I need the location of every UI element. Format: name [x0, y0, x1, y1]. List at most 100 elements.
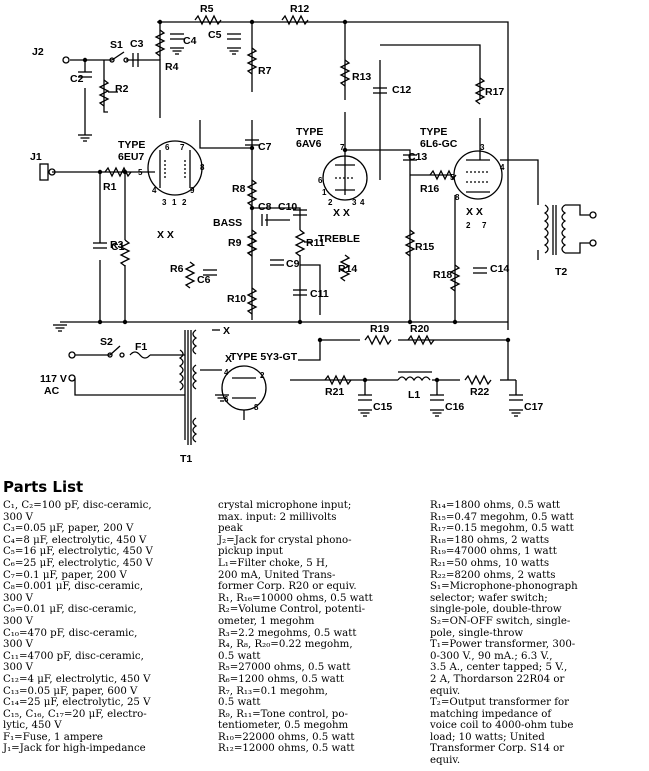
- label-tube1: 6EU7: [118, 151, 144, 163]
- parts-list-entry: T₂=Output transformer for: [430, 697, 570, 709]
- label-tube3: 6L6-GC: [420, 138, 458, 150]
- label-r21: R21: [325, 386, 344, 398]
- parts-list-entry: 300 V: [3, 662, 34, 674]
- parts-list-entry: 300 V: [3, 511, 34, 523]
- label-c9: C9: [286, 258, 300, 270]
- junction-dots: [82, 19, 511, 383]
- label-r11: R11: [306, 237, 325, 249]
- pin-label: 4: [500, 163, 505, 172]
- parts-list-entry: C₁, C₂=100 pF, disc-ceramic,: [3, 500, 152, 511]
- label-ac: AC: [44, 385, 60, 397]
- parts-list-entry: R₁₀=22000 ohms, 0.5 watt: [218, 731, 355, 743]
- label-r22: R22: [470, 386, 489, 398]
- pin-label: 2: [260, 371, 265, 380]
- parts-list-entry: crystal microphone input;: [218, 500, 352, 511]
- label-c13: C13: [408, 151, 427, 163]
- parts-list-entry: 2 A, Thordarson 22R04 or: [430, 673, 565, 685]
- capacitors: [78, 33, 523, 401]
- label-r8: R8: [232, 183, 246, 195]
- parts-list-entry: matching impedance of: [430, 708, 552, 720]
- potentiometers: [98, 79, 312, 257]
- label-xx-2: X X: [333, 207, 350, 219]
- parts-list-entry: J₂=Jack for crystal phono-: [218, 534, 352, 546]
- pin-label: 4: [360, 198, 365, 207]
- pin-label: 8: [254, 403, 259, 412]
- parts-list-entry: tentiometer, 0.5 megohm: [218, 720, 349, 732]
- parts-list-entry: Transformer Corp. S14 or: [430, 743, 565, 755]
- label-c1: C1: [111, 241, 125, 253]
- label-xx-1: X X: [157, 229, 174, 241]
- label-r16: R16: [420, 183, 439, 195]
- pin-label: 4: [224, 368, 229, 377]
- parts-list-entry: R₂₂=8200 ohms, 2 watts: [430, 569, 556, 581]
- pin-label: 8: [200, 163, 205, 172]
- label-c16: C16: [445, 401, 464, 413]
- label-xx-3: X X: [466, 206, 483, 218]
- parts-list-entry: R₇, R₁₃=0.1 megohm,: [218, 685, 328, 697]
- label-c8: C8: [258, 201, 272, 213]
- pin-label: 6: [318, 176, 323, 185]
- label-t2: T2: [555, 266, 567, 278]
- pin-label: 8: [455, 193, 460, 202]
- schematic-labels: J2 S1 C3 C2 R2 R4 R5 C4 C5 R12 R7 R13 C1…: [30, 3, 567, 465]
- power-transformer-t1: [178, 329, 198, 445]
- label-t1: T1: [180, 453, 192, 465]
- label-r14: R14: [338, 263, 357, 275]
- pin-label: 7: [180, 143, 185, 152]
- label-c10: C10: [278, 201, 297, 213]
- parts-list-entry: equiv.: [430, 685, 461, 697]
- parts-list-entry: C₅=16 μF, electrolytic, 450 V: [3, 546, 153, 558]
- label-bass: BASS: [213, 217, 242, 229]
- label-j2: J2: [32, 46, 44, 58]
- parts-list-entry: C₁₁=4700 pF, disc-ceramic,: [3, 650, 144, 662]
- parts-list-entry: R₅=27000 ohms, 0.5 watt: [218, 662, 351, 674]
- label-type1: TYPE: [118, 139, 145, 151]
- label-r15: R15: [415, 241, 434, 253]
- output-transformer-t2: [543, 204, 597, 255]
- label-c4: C4: [183, 35, 197, 47]
- label-treble: TREBLE: [318, 233, 360, 245]
- label-c7: C7: [258, 141, 272, 153]
- label-type4: TYPE 5Y3-GT: [230, 351, 298, 363]
- parts-list-entry: pole, single-throw: [430, 627, 524, 639]
- pin-label: 3: [480, 143, 485, 152]
- parts-list-entry: C₁₂=4 μF, electrolytic, 450 V: [3, 673, 151, 685]
- label-type3: TYPE: [420, 126, 447, 138]
- label-s2: S2: [100, 336, 113, 348]
- parts-list-entry: F₁=Fuse, 1 ampere: [3, 731, 103, 743]
- parts-list-entry: 0.5 watt: [218, 697, 261, 709]
- parts-list-entry: C₃=0.05 μF, paper, 200 V: [3, 523, 134, 535]
- parts-list-entry: C₆=25 μF, electrolytic, 450 V: [3, 557, 153, 569]
- pin-label: 4: [152, 186, 157, 195]
- label-c12: C12: [392, 84, 411, 96]
- parts-list-entry: single-pole, double-throw: [430, 604, 562, 616]
- tube-6av6: [322, 155, 368, 201]
- tube-6l6gc: [453, 150, 503, 200]
- parts-list-entry: R₆=1200 ohms, 0.5 watt: [218, 673, 344, 685]
- parts-list-entry: R₁₉=47000 ohms, 1 watt: [430, 546, 557, 558]
- pin-label: 5: [138, 168, 143, 177]
- parts-list-entry: load; 10 watts; United: [430, 731, 545, 743]
- parts-list-entry: R₂₁=50 ohms, 10 watts: [430, 557, 550, 569]
- parts-list-entry: selector; wafer switch;: [430, 592, 548, 604]
- label-j1: J1: [30, 151, 42, 163]
- parts-list-entry: equiv.: [430, 755, 461, 767]
- label-r19: R19: [370, 323, 389, 335]
- pin-label: 6: [165, 143, 170, 152]
- label-c17: C17: [524, 401, 543, 413]
- parts-list-entry: R₁, R₁₆=10000 ohms, 0.5 watt: [218, 592, 373, 604]
- wiring: [52, 21, 539, 440]
- label-r3: R3: [110, 239, 124, 251]
- parts-list-entry: former Corp. R20 or equiv.: [218, 581, 357, 593]
- label-c14: C14: [490, 263, 509, 275]
- pin-label: 3: [352, 198, 357, 207]
- label-tube2: 6AV6: [296, 138, 322, 150]
- parts-list-entry: ometer, 1 megohm: [218, 615, 315, 627]
- parts-list-entry: R₁₈=180 ohms, 2 watts: [430, 534, 550, 546]
- parts-list-entry: C₁₅, C₁₆, C₁₇=20 μF, electro-: [3, 708, 147, 720]
- parts-list-entry: 3.5 A., center tapped; 5 V.,: [430, 662, 568, 674]
- label-c6: C6: [197, 274, 211, 286]
- parts-list-entry: C₈=0.001 μF, disc-ceramic,: [3, 581, 144, 593]
- parts-list-entry: R₁₄=1800 ohms, 0.5 watt: [430, 500, 561, 511]
